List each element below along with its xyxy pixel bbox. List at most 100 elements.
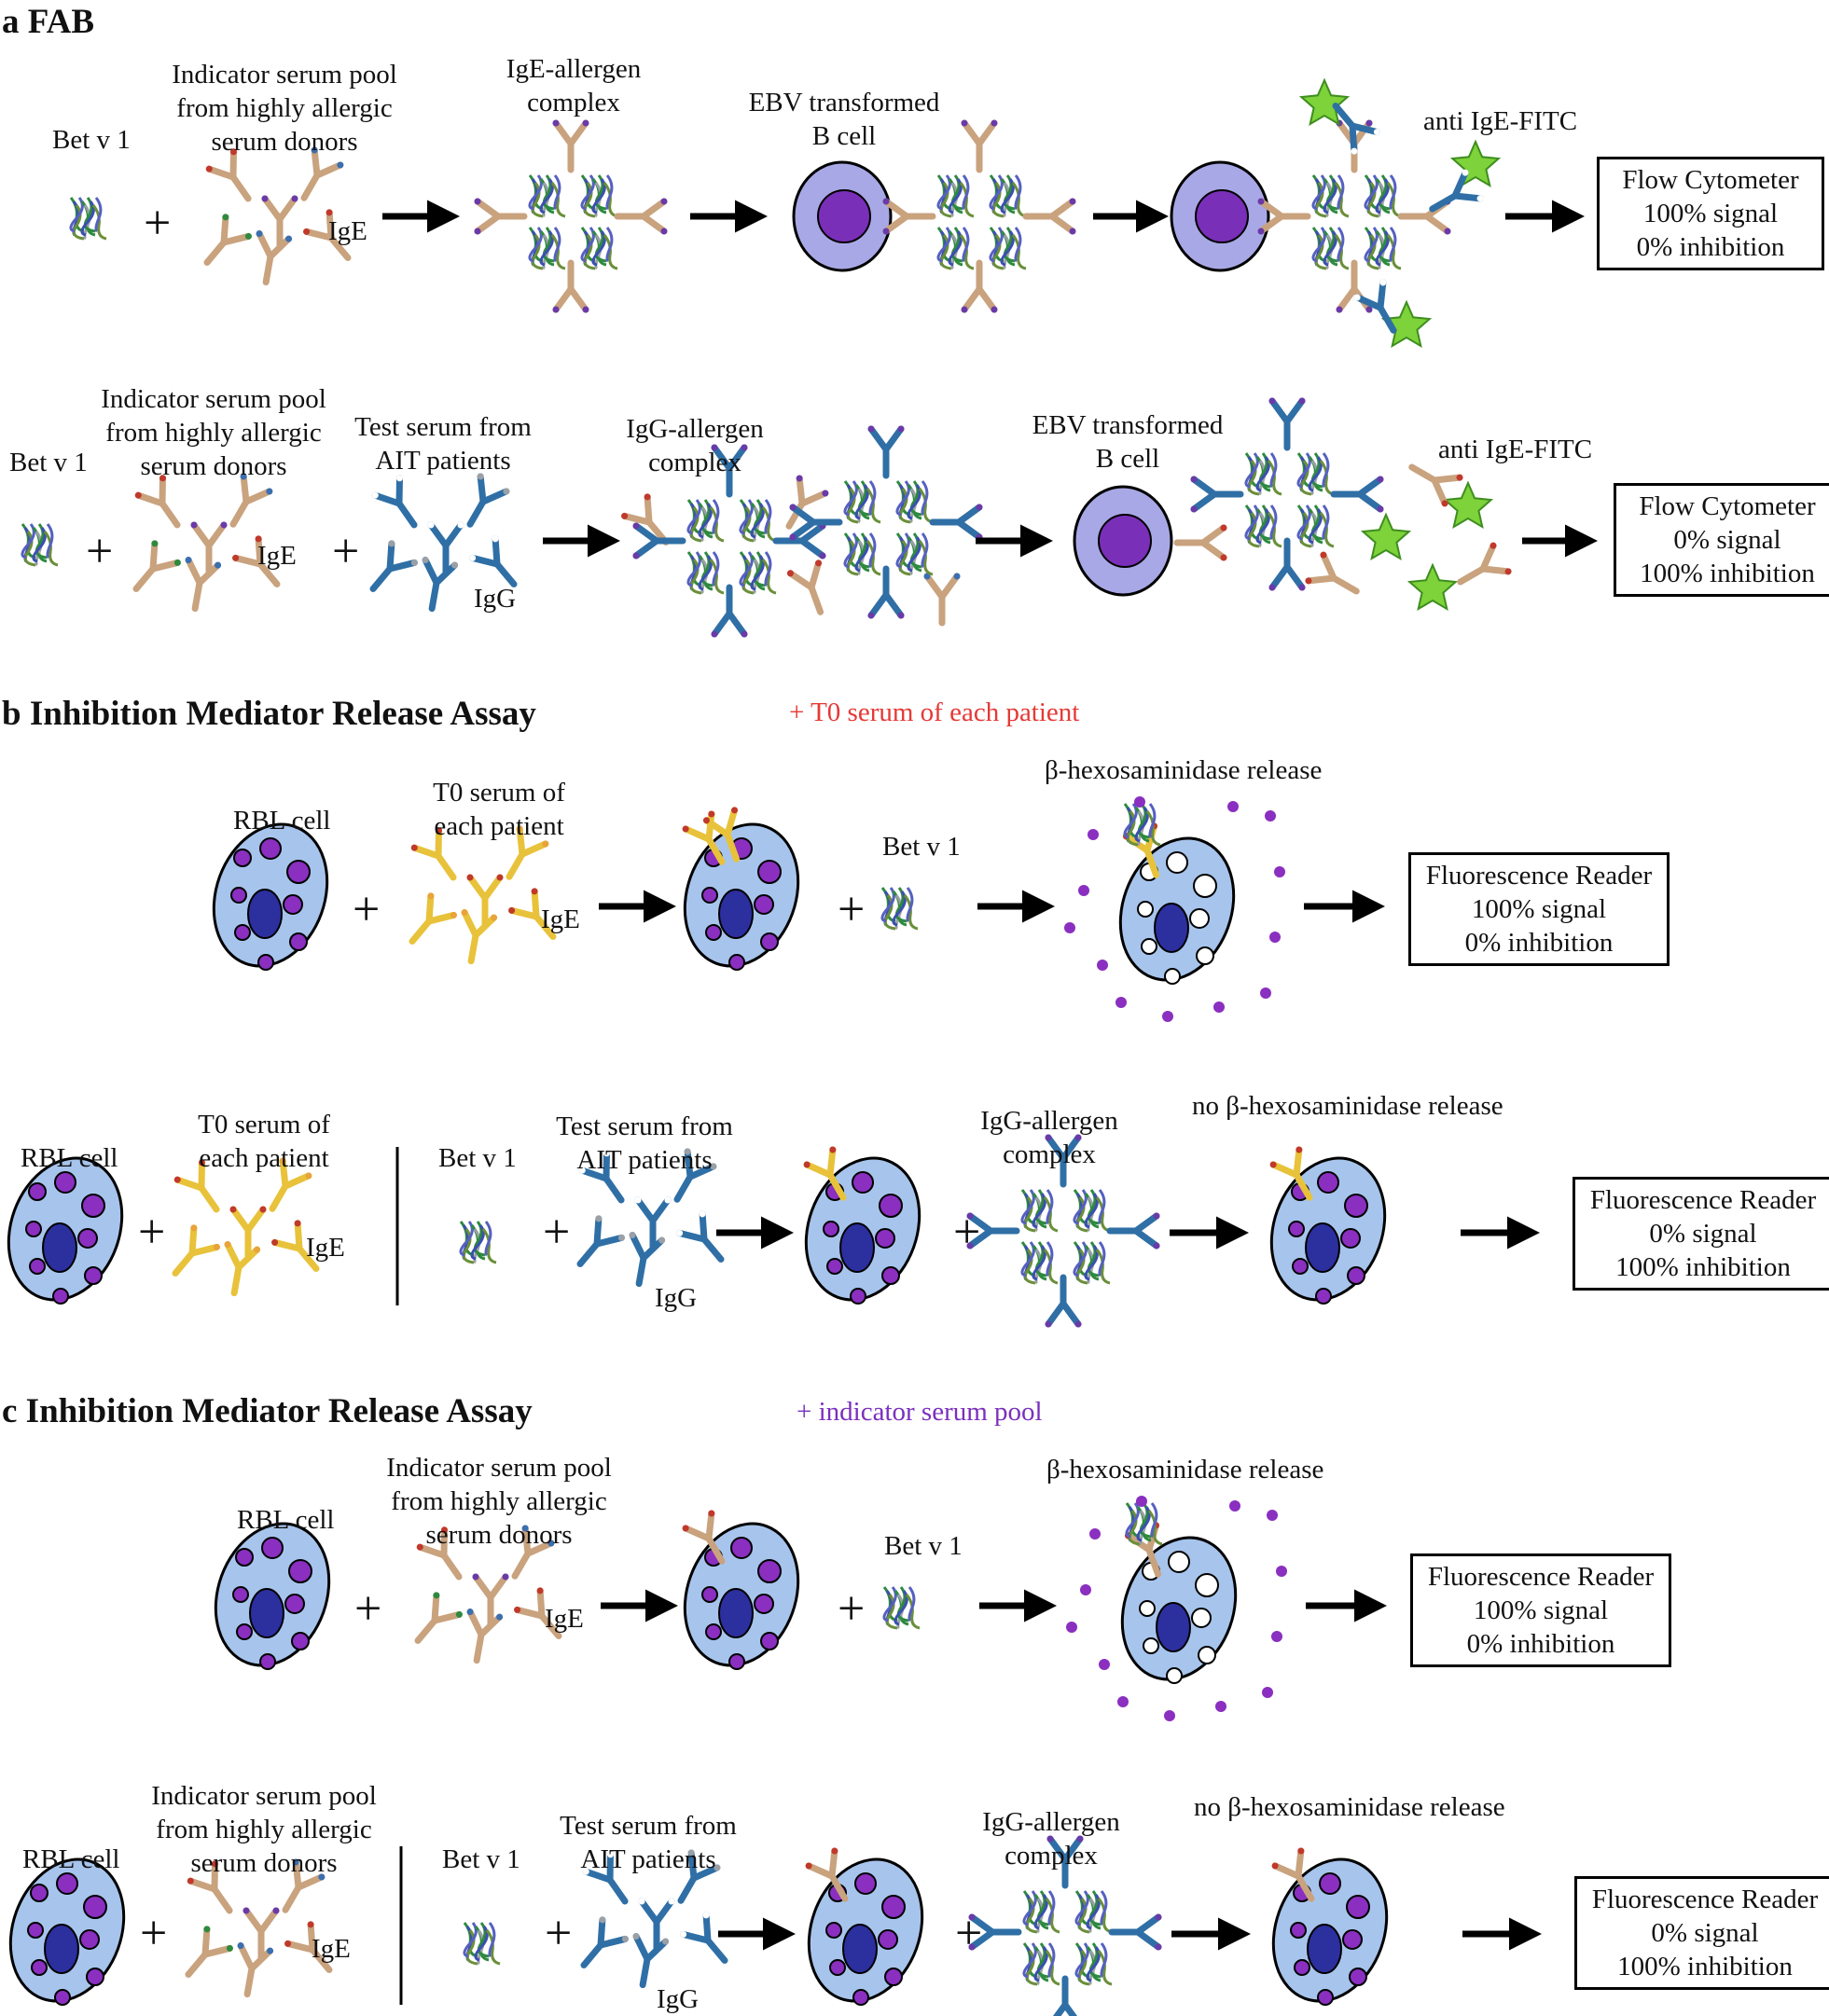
c2-rbl-cell-nucleus bbox=[44, 1924, 79, 1974]
c2-rbl-sensitized-granule-5 bbox=[829, 1959, 846, 1976]
b2-igg-complex-allergen-2-strand-8 bbox=[1095, 1196, 1111, 1233]
c2-igg-antibody-4-arm-r bbox=[702, 1912, 712, 1944]
b1-t0-ige-antibody-4-arm-r bbox=[531, 888, 540, 920]
b1-rbl-cell-nucleus bbox=[247, 889, 283, 939]
c1-rbl-sensitized-granule-3 bbox=[701, 1586, 718, 1603]
b2-plus-3: + bbox=[953, 1206, 981, 1259]
b2-readout-line1: Fluorescence Reader bbox=[1589, 1185, 1817, 1215]
a1-anti-ige-1-arm-l bbox=[1349, 122, 1380, 136]
b2-t0-ige-antibody-4 bbox=[271, 1220, 320, 1272]
a2-igg-complex-1-allergen-4-strand-8 bbox=[761, 559, 777, 595]
a2-igg-antibody-5-arm-r bbox=[433, 561, 459, 587]
c2-ige-antibody-4-arm-l bbox=[284, 1940, 316, 1954]
b1-plus-1: + bbox=[353, 883, 381, 936]
b2-igg-antibody-0-arm-r bbox=[603, 1150, 610, 1182]
a2-bcell-igg-complex-allergen-4-strand-5 bbox=[1310, 512, 1319, 548]
c2-igg-complex-link-2 bbox=[968, 1913, 1022, 1951]
c2-test-line2: AIT patients bbox=[580, 1844, 716, 1874]
a2-bcell-igg-complex-allergen-2-strand-2 bbox=[1299, 460, 1312, 496]
b1-released-granule-11 bbox=[1134, 796, 1145, 808]
a2-ige-antibody-5-stem bbox=[191, 579, 203, 613]
a1-bcell-complex-link-0-arm-l bbox=[961, 119, 983, 147]
a2-free-ige-3-arm-l bbox=[786, 570, 815, 591]
c1-allergen-icon-strand-2 bbox=[885, 1594, 898, 1630]
b2-rbl-sensitized-granule-6 bbox=[881, 1266, 900, 1285]
c2-igg-antibody-4-arm-l bbox=[680, 1930, 712, 1944]
a2-ige-antibody-3-stem bbox=[132, 565, 157, 592]
c1-released-granule-2 bbox=[1099, 1659, 1110, 1670]
a2-labeled-ige-1-stem bbox=[1408, 463, 1438, 484]
a1-bcell-complex-link-1-tip-r bbox=[961, 306, 968, 313]
a2-readout-line2: 0% signal bbox=[1673, 525, 1781, 555]
b1-release-allergen bbox=[1123, 803, 1161, 847]
a2-bcell-igg-complex-allergen-1 bbox=[1244, 452, 1282, 496]
panel-c-note: + indicator serum pool bbox=[797, 1397, 1043, 1427]
b2-igg-complex-link-2-tip-r bbox=[966, 1212, 974, 1220]
a2-igg-complex-2-allergen-4 bbox=[895, 532, 934, 576]
a2-igg-antibody-4-stem bbox=[493, 560, 518, 587]
a2-igg-complex-1-link-2-tip-l bbox=[632, 552, 640, 559]
a2-igg-complex-1-link-1-arm-r bbox=[711, 610, 733, 638]
c2-igg-antibody-3-arm-l bbox=[597, 1916, 606, 1949]
c2-complex-line1: IgG-allergen bbox=[982, 1807, 1120, 1837]
a1-labeled-complex-allergen-4-strand-9 bbox=[1389, 227, 1397, 263]
b2-igg-antibody-1-tip-r bbox=[710, 1163, 717, 1170]
c1-rbl-sensitized-granule-5 bbox=[705, 1623, 722, 1640]
c1-release-allergen-strand-8 bbox=[1147, 1510, 1163, 1546]
b2-igg-antibody-2-arm-r bbox=[649, 1196, 672, 1224]
a1-complex-allergen-3-strand-9 bbox=[553, 227, 561, 263]
c2-plus-2: + bbox=[545, 1907, 573, 1960]
a2-bcell-igg-complex-allergen-1-strand-2 bbox=[1247, 460, 1260, 496]
a1-ige-antibody-4-tip-l bbox=[303, 228, 311, 235]
b2-t0-ige-antibody-5-tip-l bbox=[224, 1241, 231, 1249]
c1-ige-antibody-1 bbox=[511, 1525, 555, 1580]
a2-igg-complex-1-allergen-4 bbox=[739, 551, 777, 595]
b1-rbl-cell-granule-1 bbox=[259, 837, 282, 860]
c2-rbl-sensitized-granule-4 bbox=[878, 1929, 898, 1950]
c1-rbl-cell-granule-4 bbox=[284, 1594, 305, 1614]
a2-igg-complex-1-link-0 bbox=[711, 444, 748, 498]
c2-igg-antibody-5-tip-l bbox=[632, 1933, 640, 1940]
c2-igg-complex-link-0-tip-l bbox=[1046, 1835, 1054, 1843]
c2-intact-ige-1-arm-r bbox=[1295, 1847, 1305, 1880]
a2-igg-complex-1-allergen-1-strand-5 bbox=[700, 506, 709, 543]
c1-ige-antibody-5-stem bbox=[473, 1631, 485, 1664]
a2-labeled-ige-2-tip-r bbox=[1320, 551, 1327, 559]
c2-ige-antibody-0-arm-l bbox=[187, 1877, 218, 1893]
a1-complex-allergen-1-strand-9 bbox=[553, 174, 561, 211]
b2-rbl-cell-granule-3 bbox=[25, 1221, 42, 1237]
c1-ige-antibody-2-arm-l bbox=[472, 1573, 494, 1601]
a2-allergen-label: Bet v 1 bbox=[9, 448, 88, 477]
b2-rbl-intact-granule-6 bbox=[1347, 1266, 1365, 1285]
a1-ige-antibody-0-tip-r bbox=[229, 148, 237, 156]
a1-allergen-icon-strand-2 bbox=[72, 204, 85, 241]
a1-bcell-complex-allergen-4-strand-8 bbox=[1011, 234, 1027, 270]
c2-rbl-intact-granule-4 bbox=[1342, 1929, 1363, 1950]
c2-ige-antibody-1-tip-r bbox=[318, 1873, 326, 1881]
a1-bcell-complex-allergen-4-strand-5 bbox=[1003, 234, 1011, 270]
a1-labeled-complex-allergen-3-strand-5 bbox=[1325, 234, 1334, 270]
b1-t0-ige-antibody-1 bbox=[506, 825, 549, 880]
a2-bcell-igg-complex-link-0 bbox=[1268, 397, 1306, 451]
a2-igg-complex-1-link-3-tip-r bbox=[819, 552, 826, 559]
b2-igg-complex-link-3 bbox=[1106, 1212, 1160, 1250]
b2-igg-antibody-0-tip-r bbox=[603, 1150, 610, 1157]
b2-t0-ige-antibody-4-arm-l bbox=[271, 1238, 303, 1252]
b2-igg-antibody-0-arm-l bbox=[578, 1167, 610, 1182]
b2-t0-ige-antibody-0-stem bbox=[198, 1184, 220, 1213]
c1-released-granule-3 bbox=[1117, 1696, 1129, 1707]
a2-igg-antibody-4-tip-l bbox=[469, 554, 477, 561]
b2-t0-ige-antibody-0 bbox=[173, 1159, 220, 1213]
b1-rbl-degranulated-granule-4 bbox=[1189, 908, 1210, 929]
a2-igg-complex-1-link-1-tip-l bbox=[741, 630, 748, 638]
b2-readout-line2: 0% signal bbox=[1649, 1219, 1757, 1249]
c2-ige-antibody-5 bbox=[237, 1942, 274, 1998]
b2-rbl-intact-granule-2 bbox=[1344, 1194, 1368, 1218]
b1-t0-ige-antibody-5-arm-l bbox=[461, 909, 479, 939]
b2-igg-complex-link-0-tip-l bbox=[1045, 1134, 1052, 1141]
a1-labeled-complex-link-2-tip-l bbox=[1257, 228, 1265, 235]
b1-allergen-icon bbox=[880, 887, 919, 931]
a2-ige-antibody-5-tip-l bbox=[185, 557, 192, 564]
a1-complex-link-1 bbox=[552, 259, 589, 313]
c2-igg-complex-allergen-1-strand-2 bbox=[1025, 1898, 1038, 1934]
